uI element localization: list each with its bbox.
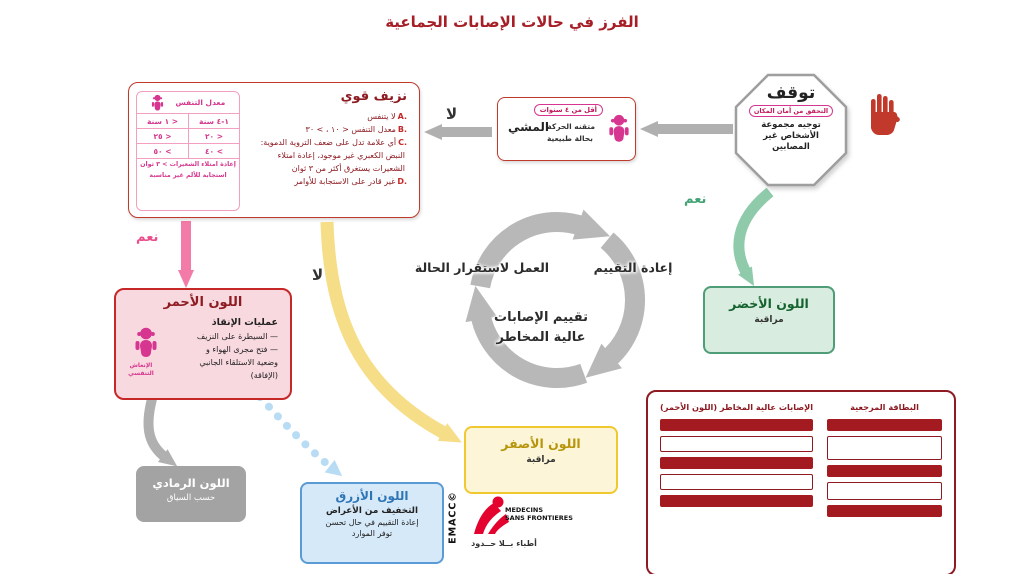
- age-col-1: ١-٤ سنة: [188, 114, 239, 129]
- cycle-assess-label: تقييم الإصابات عالية المخاطر: [487, 308, 595, 348]
- baby-icon: [151, 94, 163, 111]
- msf-logo-icon: [474, 496, 509, 534]
- rate-table: ١-٤ سنة < ١ سنة < ٢٠ < ٢٥ > ٤٠ > ٥٠: [137, 114, 239, 159]
- rate-high-1: > ٤٠: [188, 144, 239, 159]
- baby-icon: [135, 327, 157, 357]
- stop-body-line-2: الأشخاص غير: [763, 131, 819, 141]
- red-subtitle: عمليات الإنقاذ: [211, 317, 278, 328]
- panel-header-row: معدل التنفس: [137, 92, 239, 114]
- msf-text-line-2: SANS FRONTIERES: [505, 514, 573, 522]
- cycle-arc-right: [585, 232, 645, 378]
- criteria-item: D.غير قادر على الاستجابة للأوامر: [294, 177, 407, 186]
- bleeding-title: نزيف قوي: [340, 89, 407, 104]
- age-col-2: < ١ سنة: [137, 114, 188, 129]
- baby-icon: [609, 114, 629, 142]
- criteria-item: النبض الكعبري غير موجود، إعادة امتلاء: [277, 151, 405, 160]
- red-line-4: (الإفاقة): [250, 371, 278, 380]
- blue-title: اللون الأزرق: [335, 489, 409, 503]
- cycle-arc-top: [470, 209, 611, 289]
- redacted-bar: [827, 505, 942, 517]
- stop-check-pill: التحقق من أمان المكان: [748, 105, 834, 117]
- msf-logo-text: MEDECINS SANS FRONTIERES: [505, 506, 573, 522]
- red-line-2: — فتح مجرى الهواء و: [205, 345, 278, 354]
- hand-icon: [871, 94, 900, 135]
- msf-arabic-name: أطباء بــلا حــدود: [471, 539, 537, 548]
- resuscitation-label-2: التنفسي: [128, 370, 154, 377]
- cycle-assess-line-1: تقييم الإصابات: [494, 310, 588, 325]
- redacted-field: [660, 436, 814, 452]
- red-title: اللون الأحمر: [163, 295, 243, 310]
- criteria-item: الشعيرات يستغرق أكثر من ٣ ثوان: [291, 164, 405, 173]
- label-yes-red: نعم: [136, 230, 159, 245]
- green-subtitle: مراقبة: [754, 315, 784, 325]
- red-category-box: اللون الأحمر عمليات الإنقاذ — السيطرة عل…: [114, 288, 292, 400]
- green-category-box: اللون الأخضر مراقبة: [703, 286, 835, 354]
- redacted-field: [827, 436, 942, 460]
- rate-low-1: < ٢٠: [188, 129, 239, 144]
- red-line-1: — السيطرة على النزيف: [196, 332, 278, 341]
- cycle-reassess-label: إعادة التقييم: [593, 260, 673, 275]
- criteria-item: A.لا يتنفس: [367, 112, 407, 121]
- walking-box: أقل من ٤ سنوات متقنه الحركة بحالة طبيعية…: [497, 97, 636, 161]
- walking-title: المشي: [508, 120, 550, 134]
- redacted-bar: [660, 495, 814, 507]
- redacted-bar: [660, 419, 814, 431]
- msf-text-line-1: MEDECINS: [505, 506, 544, 514]
- stop-octagon: توقف التحقق من أمان المكان توجيه مجموعة …: [733, 72, 849, 188]
- criteria-item: C.أي علامة تدل على ضعف التروية الدموية:: [260, 138, 407, 147]
- criteria-item: B.معدل التنفس < ١٠ ، > ٣٠: [305, 125, 407, 134]
- redacted-bar: [660, 457, 814, 469]
- redacted-bar: [827, 465, 942, 477]
- resuscitation-label-1: الإنعاش: [129, 362, 153, 369]
- respiratory-rate-panel: معدل التنفس ١-٤ سنة < ١ سنة < ٢٠ < ٢٥ > …: [136, 91, 240, 211]
- card-column-high-risk: الإصابات عالية المخاطر (اللون الأحمر): [660, 402, 814, 564]
- rate-high-2: > ٥٠: [137, 144, 188, 159]
- emacc-vertical-text: EMACC©: [447, 491, 459, 544]
- label-no-yellow: لا: [312, 266, 324, 284]
- rate-low-2: < ٢٥: [137, 129, 188, 144]
- redacted-field: [660, 474, 814, 490]
- stop-body-line-3: المصابين: [772, 142, 810, 152]
- card-column-reference: البطاقة المرجعية: [827, 402, 942, 564]
- redacted-bar: [827, 419, 942, 431]
- blue-line-1: التخفيف من الأعراض: [325, 506, 419, 516]
- yellow-category-box: اللون الأصفر مراقبة: [464, 426, 618, 494]
- stop-body-line-1: توجيه مجموعة: [761, 120, 821, 130]
- gray-subtitle: حسب السياق: [166, 493, 216, 503]
- card-header-high-risk: الإصابات عالية المخاطر (اللون الأحمر): [660, 402, 814, 412]
- arrow-stop-to-green: [733, 187, 774, 287]
- capillary-note: إعادة امتلاء الشعيرات > ٣ ثوان: [140, 161, 236, 168]
- red-line-3: وضعية الاستلقاء الجانبي: [199, 358, 278, 367]
- panel-title: معدل التنفس: [175, 98, 226, 107]
- label-yes-green: نعم: [684, 192, 707, 207]
- label-no-walking: لا: [446, 105, 458, 123]
- page-title: الفرز في حالات الإصابات الجماعية: [385, 13, 639, 31]
- gray-title: اللون الرمادي: [152, 476, 230, 490]
- arrow-bleeding-to-yellow: [320, 221, 462, 443]
- octagon-shape: [734, 73, 848, 187]
- bleeding-criteria-list: A.لا يتنفس B.معدل التنفس < ١٠ ، > ٣٠ C.أ…: [227, 110, 407, 188]
- blue-category-box: اللون الأزرق التخفيف من الأعراض إعادة ال…: [300, 482, 444, 564]
- yellow-title: اللون الأصفر: [501, 436, 581, 451]
- walking-line-2: بحالة طبيعية: [546, 134, 593, 143]
- arrow-red-to-blue-dotted: [256, 393, 343, 477]
- arrow-red-to-gray: [143, 397, 178, 467]
- blue-line-2: إعادة التقييم في حال تحسن: [325, 518, 419, 527]
- redacted-field: [827, 482, 942, 500]
- stop-title: توقف: [766, 83, 816, 103]
- cycle-stabilize-label: العمل لاستقرار الحالة: [414, 260, 550, 275]
- cycle-assess-line-2: عالية المخاطر: [496, 330, 586, 345]
- yellow-subtitle: مراقبة: [526, 455, 556, 465]
- pain-response-note: استجابة للألم غير مناسبة: [149, 171, 227, 179]
- reference-card: البطاقة المرجعية الإصابات عالية المخاطر …: [646, 390, 956, 574]
- age-pill: أقل من ٤ سنوات: [533, 104, 603, 116]
- gray-category-box: اللون الرمادي حسب السياق: [136, 466, 246, 522]
- green-title: اللون الأخضر: [729, 296, 809, 311]
- walking-line-1: متقنه الحركة: [547, 122, 595, 131]
- blue-line-3: توفر الموارد: [351, 529, 393, 538]
- heavy-bleeding-box: نزيف قوي A.لا يتنفس B.معدل التنفس < ١٠ ،…: [128, 82, 420, 218]
- card-header-reference: البطاقة المرجعية: [850, 402, 919, 412]
